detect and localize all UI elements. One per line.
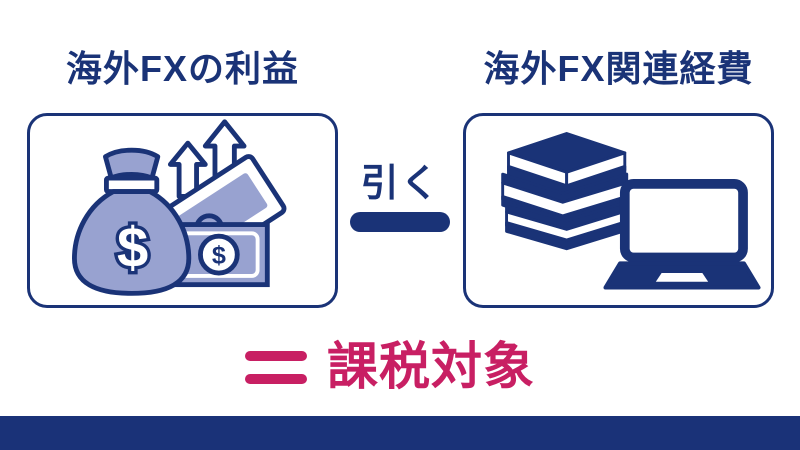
laptop-icon	[603, 179, 761, 290]
equals-bar-bottom	[244, 373, 307, 384]
right-panel-title: 海外FX関連経費	[483, 48, 754, 89]
book-stack-icon	[501, 131, 629, 251]
left-panel-title: 海外FXの利益	[65, 48, 299, 89]
money-bag-dollar-sign: $	[117, 216, 148, 279]
minus-icon	[350, 212, 450, 232]
profit-panel: $ $	[27, 113, 338, 308]
books-laptop-illustration	[501, 131, 761, 290]
money-bag-icon	[72, 147, 192, 296]
footer-bar	[0, 416, 800, 450]
expenses-panel	[463, 113, 774, 308]
money-illustration: $ $	[72, 119, 287, 296]
operator-block: 引く	[338, 163, 463, 205]
equals-bar-top	[244, 350, 307, 361]
subtract-label: 引く	[360, 163, 441, 205]
result-label: 課税対象	[326, 338, 535, 395]
equals-icon	[244, 350, 307, 384]
result-row: 課税対象	[0, 336, 790, 398]
banknote-dollar-sign: $	[212, 241, 226, 269]
